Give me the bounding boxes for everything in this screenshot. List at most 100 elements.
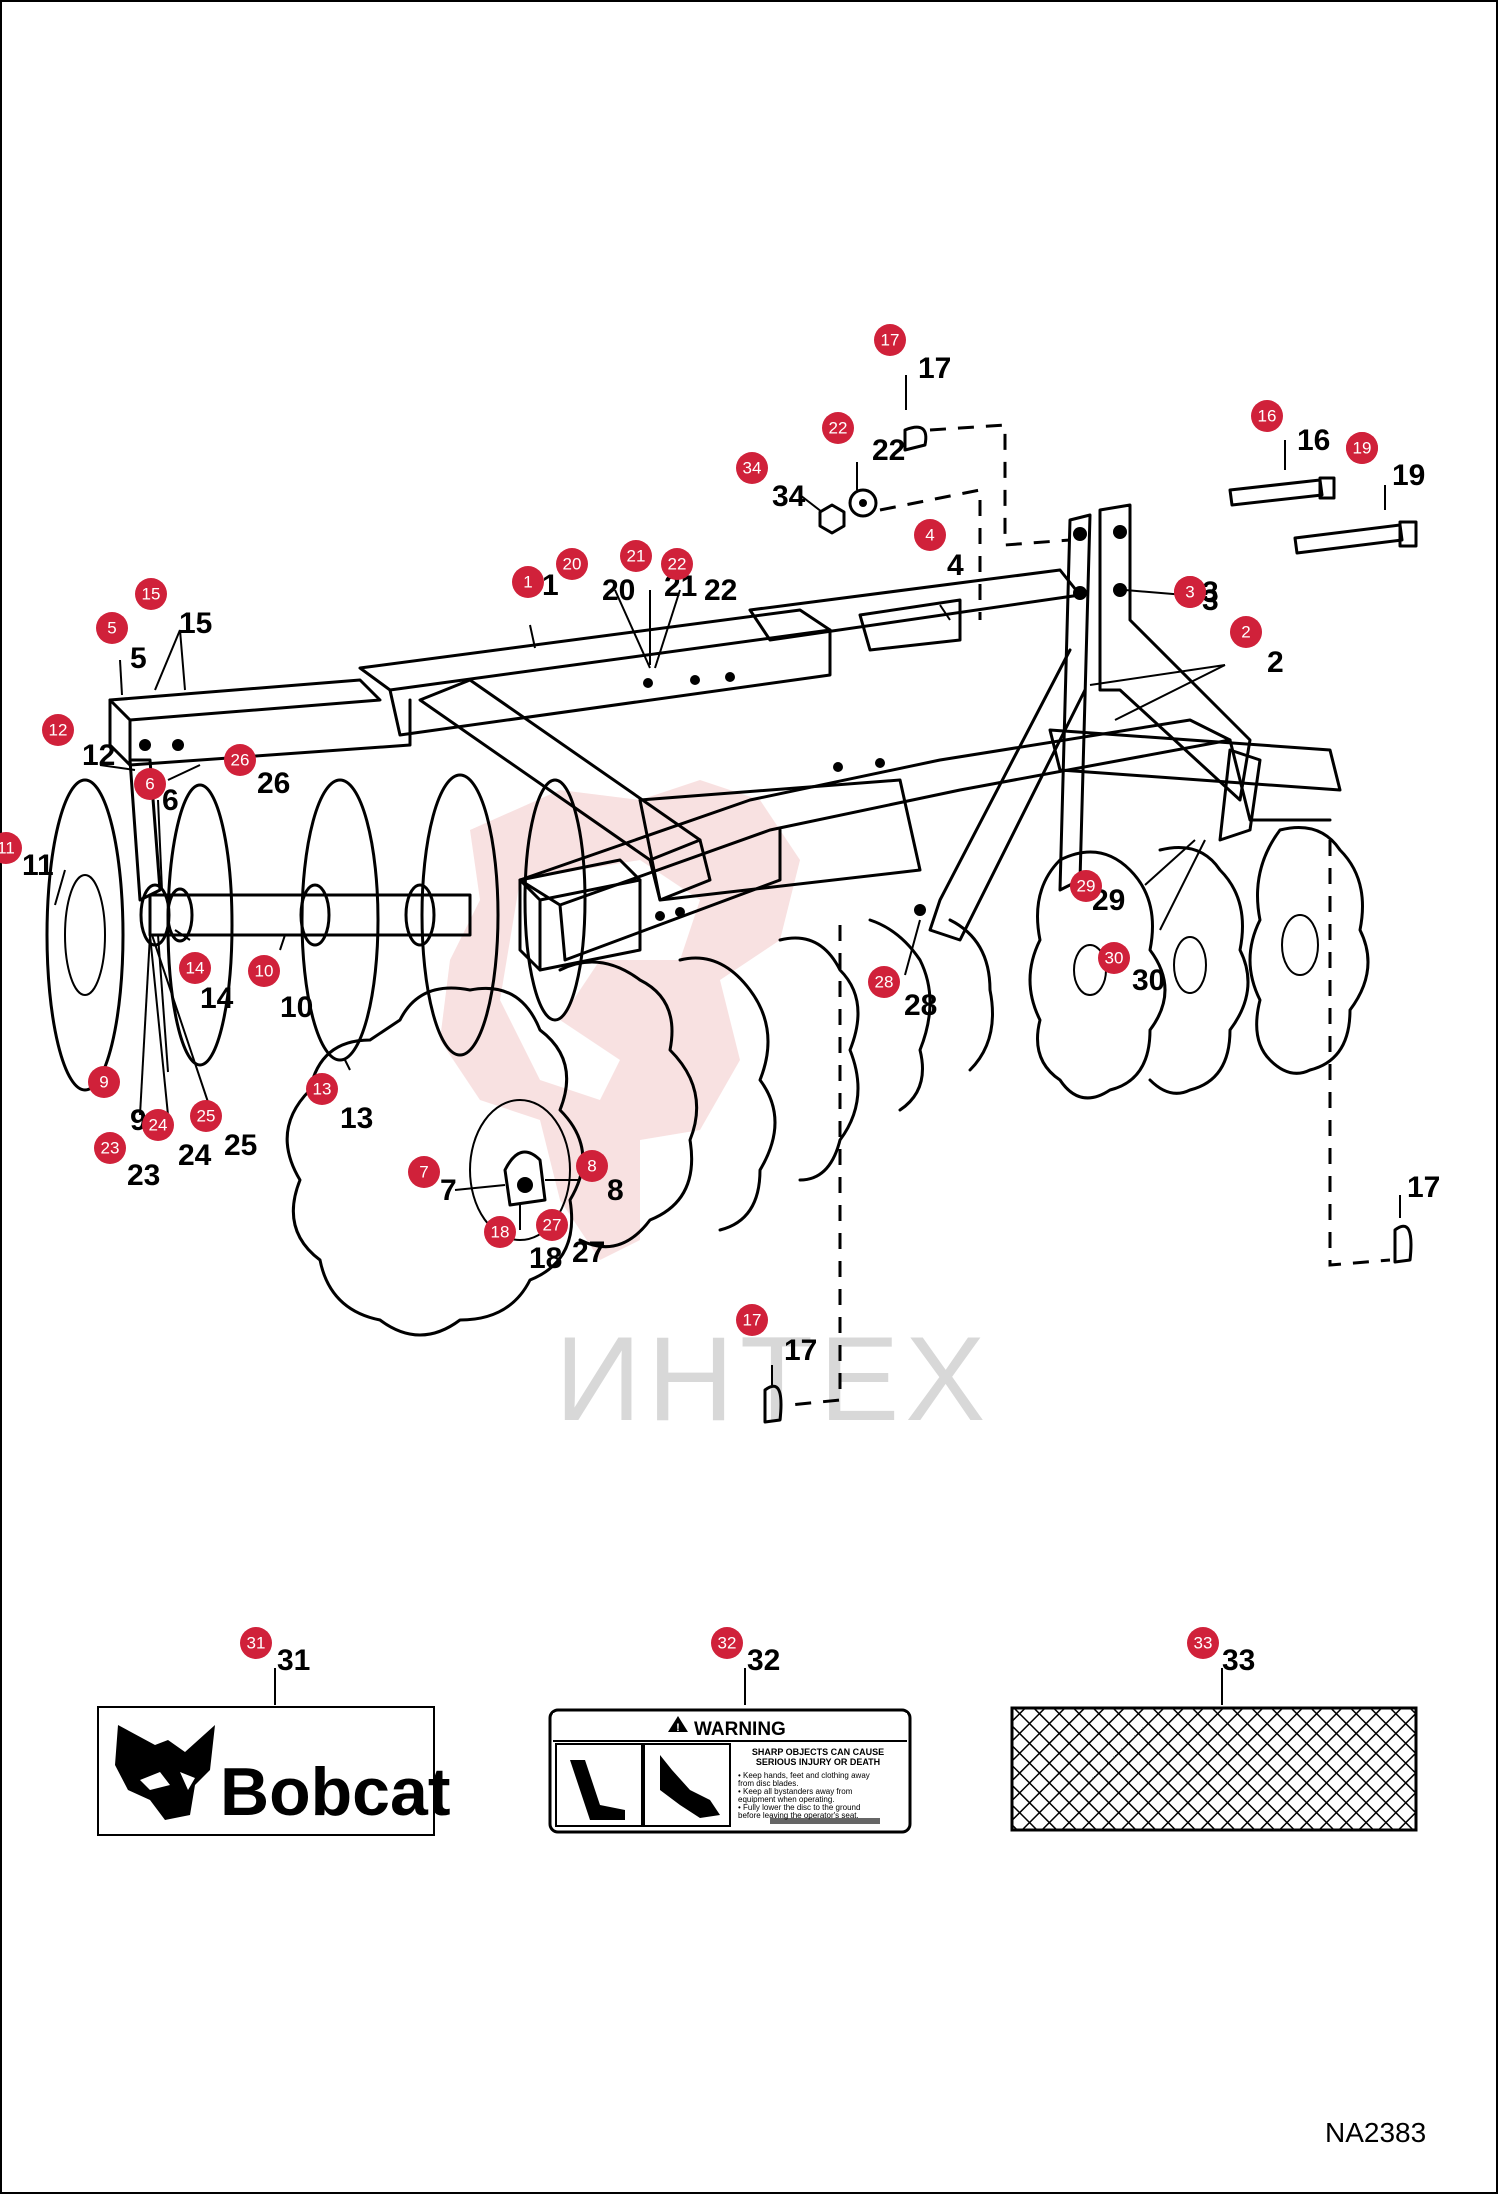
callout-badge — [408, 1156, 440, 1188]
callout-label: 1 — [542, 569, 559, 602]
callout-label: 12 — [82, 739, 115, 772]
callout-badge — [142, 1109, 174, 1141]
callout-badge-number: 18 — [491, 1223, 510, 1242]
callout-badge-number: 13 — [313, 1080, 332, 1099]
callout-badge-number: 22 — [668, 555, 687, 574]
callout-label: 13 — [340, 1102, 373, 1135]
callout-label: 16 — [1297, 424, 1330, 457]
callout-badge — [88, 1066, 120, 1098]
callout-badge-number: 3 — [1185, 583, 1194, 602]
callout-badge-number: 15 — [142, 585, 161, 604]
callout-6: 66 — [134, 768, 179, 817]
callout-badge-number: 31 — [247, 1634, 266, 1653]
warning-bullet-line: • Fully lower the disc to the ground — [738, 1803, 860, 1812]
callout-label: 8 — [607, 1174, 624, 1207]
callout-badge-number: 20 — [563, 555, 582, 574]
callout-label: 3 — [1202, 576, 1219, 609]
callout-4: 44 — [914, 519, 964, 582]
callout-label: 17 — [918, 352, 951, 385]
callout-badge-number: 28 — [875, 973, 894, 992]
callout-label: 4 — [947, 549, 964, 582]
callout-badge — [134, 768, 166, 800]
callout-label: 24 — [178, 1139, 212, 1172]
callout-label: 18 — [529, 1242, 562, 1275]
callout-badge — [822, 412, 854, 444]
callout-label: 30 — [1132, 964, 1165, 997]
callout-badge-number: 14 — [186, 959, 205, 978]
callout-badge-number: 21 — [627, 547, 646, 566]
callout-badge — [868, 966, 900, 998]
callout-badge — [914, 519, 946, 551]
callout-badge-number: 5 — [107, 619, 116, 638]
callout-badge-number: 17 — [881, 331, 900, 350]
callout-badge — [736, 452, 768, 484]
warning-subheading-2: SERIOUS INJURY OR DEATH — [756, 1757, 880, 1767]
callouts: 1122333344556677889910101111121213131414… — [0, 324, 1440, 1677]
callout-label: 7 — [440, 1174, 457, 1207]
callout-badge — [94, 1132, 126, 1164]
decal-reflector — [1010, 1706, 1418, 1832]
callout-label: 14 — [200, 982, 234, 1015]
callout-label: 22 — [704, 574, 737, 607]
callout-5: 55 — [96, 612, 147, 675]
callout-label: 22 — [872, 434, 905, 467]
callout-badge-number: 9 — [99, 1073, 108, 1092]
callout-badge — [1230, 616, 1262, 648]
callout-badge-number: 2 — [1241, 623, 1250, 642]
callout-badge-number: 6 — [145, 775, 154, 794]
callout-badge-number: 1 — [523, 573, 532, 592]
callout-25: 25 25 — [190, 1100, 257, 1162]
callout-label: 19 — [1392, 459, 1425, 492]
callout-12: 12 12 — [42, 714, 115, 772]
callout-badge — [248, 955, 280, 987]
callout-label: 25 — [224, 1129, 257, 1162]
callout-label: 20 — [602, 574, 635, 607]
callout-7: 77 — [408, 1156, 457, 1207]
callout-badge — [576, 1150, 608, 1182]
callout-badge-number: 25 — [197, 1107, 216, 1126]
callout-badge — [190, 1100, 222, 1132]
callout-badge-number: 8 — [587, 1157, 596, 1176]
warning-triangle-icon — [668, 1716, 688, 1732]
callout-badge-number: 10 — [255, 962, 274, 981]
callout-badge — [874, 324, 906, 356]
callout-27: 27 27 — [536, 1209, 605, 1269]
callout-1: 11 — [512, 566, 559, 602]
callout-badge-number: 33 — [1194, 1634, 1213, 1653]
callout-label: 27 — [572, 1236, 605, 1269]
callout-badge — [661, 548, 693, 580]
callout-badge — [42, 714, 74, 746]
callout-badge-number: 11 — [0, 839, 15, 858]
callout-badge-number: 7 — [419, 1163, 428, 1182]
decal-warning: ! WARNING SHARP OBJECTS CAN CAUSE SERIOU… — [548, 1708, 912, 1834]
callout-badge-number: 12 — [49, 721, 68, 740]
callout-badge — [1098, 942, 1130, 974]
callout-label: 5 — [130, 642, 147, 675]
callout-3: 33 — [1174, 576, 1219, 617]
callout-badge-number: 34 — [743, 459, 762, 478]
callout-badge — [0, 832, 22, 864]
callout-badge — [556, 548, 588, 580]
callout-badge — [179, 952, 211, 984]
hand-hazard-icon — [660, 1755, 720, 1818]
svg-text:!: ! — [676, 1722, 680, 1734]
callout-badge-number: 27 — [543, 1216, 562, 1235]
callout-badge — [1251, 400, 1283, 432]
callout-badge — [1174, 576, 1206, 608]
callout-badge — [536, 1209, 568, 1241]
callout-label: 2 — [1267, 646, 1284, 679]
